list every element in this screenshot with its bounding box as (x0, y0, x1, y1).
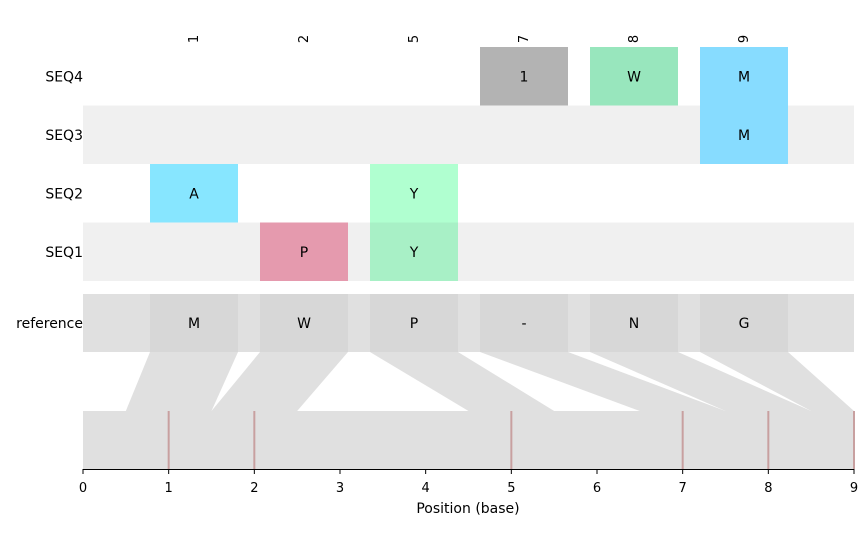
track-band (83, 411, 854, 469)
reference-cell (260, 294, 348, 352)
variant-cell-text: M (738, 128, 750, 144)
x-tick-label: 7 (679, 481, 687, 496)
x-tick-label: 3 (336, 481, 344, 496)
variant-cell-text: 1 (520, 69, 529, 85)
variant-cell-text: Y (409, 186, 419, 202)
reference-cell-text: W (297, 316, 311, 332)
row-label: SEQ3 (45, 128, 83, 144)
column-headers: 1 2 5 7 8 9 (187, 35, 752, 43)
x-tick-label: 0 (79, 481, 87, 496)
variant-cell (700, 47, 788, 106)
column-header: 9 (737, 35, 752, 43)
x-axis-label: Position (base) (416, 501, 519, 517)
reference-cell-text: N (629, 316, 639, 332)
variant-cell (370, 222, 458, 281)
column-header: 2 (297, 35, 312, 43)
x-tick-label: 2 (250, 481, 258, 496)
column-header: 7 (517, 35, 532, 43)
x-tick-label: 4 (422, 481, 430, 496)
reference-cell (590, 294, 678, 352)
connector-band (370, 352, 555, 411)
sequence-row: SEQ1 P Y (45, 222, 854, 281)
reference-cell-text: - (521, 316, 526, 332)
connector-band (480, 352, 726, 411)
sequence-row: SEQ3 M (45, 105, 854, 164)
row-shade (83, 222, 854, 281)
variant-cell (480, 47, 568, 106)
variant-cell (700, 105, 788, 164)
variant-cell-text: M (738, 69, 750, 85)
variant-cell-text: P (300, 245, 308, 261)
column-header: 1 (187, 35, 202, 43)
reference-cell (150, 294, 238, 352)
variant-cell-text: W (627, 69, 641, 85)
reference-cell (370, 294, 458, 352)
column-header: 8 (627, 35, 642, 43)
x-axis: 0 1 2 3 4 5 6 7 8 9 (79, 469, 858, 496)
connector-layer (125, 352, 854, 411)
row-label: SEQ1 (45, 245, 83, 261)
reference-cell (700, 294, 788, 352)
reference-cell-text: M (188, 316, 200, 332)
reference-label: reference (16, 316, 83, 332)
x-tick-label: 8 (764, 481, 772, 496)
sequence-row: SEQ4 1 W M (45, 47, 788, 106)
position-track (83, 411, 855, 469)
variant-cell (260, 222, 348, 281)
x-tick-label: 1 (165, 481, 173, 496)
reference-cell (480, 294, 568, 352)
x-tick-label: 6 (593, 481, 601, 496)
variant-cell (590, 47, 678, 106)
variant-cell (150, 164, 238, 223)
sequence-rows: SEQ4 1 W M SEQ3 M SEQ2 A Y SEQ1 P Y (45, 47, 854, 281)
variant-cell-text: A (189, 186, 199, 202)
connector-band (700, 352, 854, 411)
variant-cell (370, 164, 458, 223)
reference-cell-text: P (410, 316, 418, 332)
connector-band (590, 352, 812, 411)
x-tick-label: 5 (507, 481, 515, 496)
connector-band (211, 352, 348, 411)
connector-band (125, 352, 238, 411)
row-label: SEQ2 (45, 186, 83, 202)
reference-cell-text: G (739, 316, 750, 332)
sequence-row: SEQ2 A Y (45, 164, 458, 223)
column-header: 5 (407, 35, 422, 43)
row-label: SEQ4 (45, 69, 83, 85)
variant-cell-text: Y (409, 245, 419, 261)
x-tick-label: 9 (850, 481, 858, 496)
reference-row: reference M W P - N G (16, 294, 854, 352)
